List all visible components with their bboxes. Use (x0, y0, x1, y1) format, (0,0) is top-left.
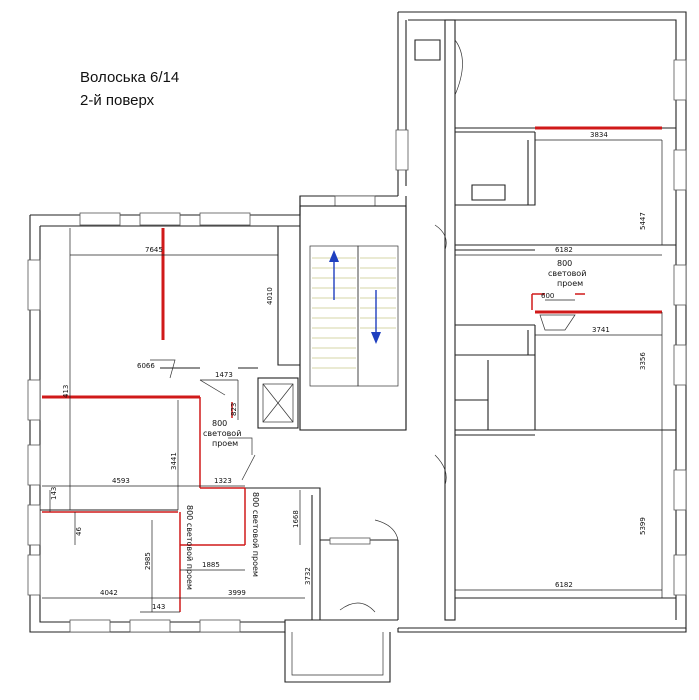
opening-mid-size: 800 (212, 419, 227, 428)
dim-5447: 5447 (639, 212, 647, 230)
dim-3999: 3999 (228, 589, 246, 597)
opening-right-label-2: проем (557, 279, 583, 288)
dim-3741: 3741 (592, 326, 610, 334)
dimension-lines (42, 139, 663, 613)
staircase (299, 205, 407, 431)
elevator (257, 377, 299, 429)
dim-2985: 2985 (144, 552, 152, 570)
dim-7645: 7645 (145, 246, 163, 254)
interior-walls-left (40, 196, 407, 620)
interior-walls-right (414, 19, 676, 621)
dim-3732: 3732 (304, 567, 312, 585)
dim-1668: 1668 (292, 510, 300, 528)
dim-1323: 1323 (214, 477, 232, 485)
opening-vertical-left: 800 световой проем (185, 505, 194, 590)
windows (27, 59, 687, 633)
dim-3441: 3441 (170, 452, 178, 470)
dim-3356: 3356 (639, 352, 647, 370)
dim-46: 46 (75, 527, 83, 536)
dim-413: 413 (62, 385, 70, 398)
stair-up-arrowhead (329, 250, 339, 262)
opening-mid-label-2: проем (212, 439, 238, 448)
dim-1885: 1885 (202, 561, 220, 569)
dim-5399: 5399 (639, 517, 647, 535)
dim-1473: 1473 (215, 371, 233, 379)
opening-labels: 800 световой проем 800 световой проем 80… (185, 259, 586, 590)
dim-143-bottom: 143 (152, 603, 165, 611)
opening-right-size: 800 (557, 259, 572, 268)
plan-title: Волоська 6/14 (80, 69, 179, 86)
dim-143-left: 143 (50, 487, 58, 500)
dim-4010: 4010 (266, 287, 274, 305)
dim-3834: 3834 (590, 131, 608, 139)
dim-823: 823 (230, 403, 238, 416)
dim-6066: 6066 (137, 362, 155, 370)
opening-right-label-1: световой (548, 269, 586, 278)
opening-mid-label-1: световой (203, 429, 241, 438)
dim-6182-top: 6182 (555, 246, 573, 254)
dim-6182-bottom: 6182 (555, 581, 573, 589)
dimension-labels: 3834 6182 5447 3741 3356 5399 6182 600 7… (50, 131, 647, 611)
dim-600: 600 (541, 292, 554, 300)
floor-label: 2-й поверх (80, 92, 155, 109)
dim-4042: 4042 (100, 589, 118, 597)
opening-vertical-right: 800 световой проем (251, 492, 260, 577)
stair-down-arrowhead (371, 332, 381, 344)
opening-highlights (42, 126, 662, 612)
balcony (284, 632, 391, 683)
dim-4593: 4593 (112, 477, 130, 485)
